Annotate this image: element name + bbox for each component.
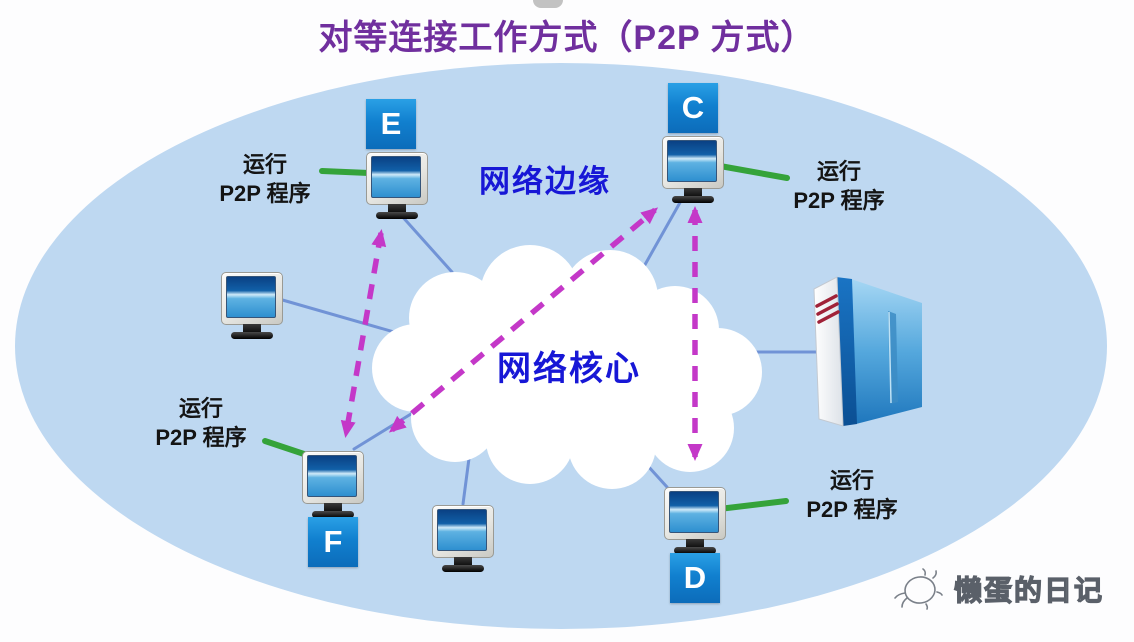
node-badge-f: F	[308, 517, 358, 567]
watermark-text: 懒蛋的日记	[953, 574, 1105, 606]
node-badge-e: E	[366, 99, 416, 149]
connector-caption-d	[716, 498, 789, 512]
server-icon	[813, 276, 922, 427]
link-c-cloud	[640, 197, 684, 272]
connector-caption-e	[319, 168, 372, 176]
link-e-cloud	[398, 212, 454, 274]
p2p-arrows	[340, 206, 703, 461]
computer-icon-e	[366, 152, 428, 220]
caption-line1: 运行	[178, 396, 223, 421]
caption-running-p2p-c: 运行 P2P 程序	[776, 157, 902, 215]
page-title: 对等连接工作方式（P2P 方式）	[318, 19, 816, 57]
egg-doodle-icon	[894, 568, 943, 610]
server-stripes	[815, 294, 840, 324]
watermark: 懒蛋的日记	[892, 566, 1104, 612]
caption-running-p2p-e: 运行 P2P 程序	[200, 150, 330, 208]
network-core-label: 网络核心	[497, 350, 641, 388]
top-decoration	[533, 0, 563, 8]
node-badge-c: C	[668, 83, 718, 133]
network-edge-label: 网络边缘	[479, 164, 611, 199]
monitor-screen	[307, 455, 357, 497]
caption-line1: 运行	[242, 152, 287, 177]
caption-line2: P2P 程序	[219, 181, 311, 207]
computer-icon-middle	[432, 505, 494, 573]
computer-icon-left	[221, 272, 283, 340]
monitor-screen	[669, 491, 719, 533]
caption-running-p2p-d: 运行 P2P 程序	[792, 466, 912, 524]
computer-icon-d	[664, 487, 726, 555]
caption-line1: 运行	[829, 468, 874, 493]
monitor-screen	[371, 156, 421, 198]
monitor-screen	[437, 509, 487, 551]
caption-line2: P2P 程序	[806, 497, 898, 523]
caption-line2: P2P 程序	[155, 425, 247, 451]
connector-caption-f	[262, 438, 310, 458]
caption-connectors	[262, 163, 790, 512]
computer-icon-f	[302, 451, 364, 519]
p2p-arrow-f-c	[388, 207, 659, 433]
node-badge-d: D	[670, 553, 720, 603]
caption-line2: P2P 程序	[793, 188, 885, 214]
monitor-screen	[667, 140, 717, 182]
monitor-screen	[226, 276, 276, 318]
computer-icon-c	[662, 136, 724, 204]
p2p-arrow-e-f	[340, 229, 387, 438]
connector-caption-c	[717, 163, 790, 181]
caption-running-p2p-f: 运行 P2P 程序	[142, 394, 260, 452]
caption-line1: 运行	[816, 159, 861, 184]
